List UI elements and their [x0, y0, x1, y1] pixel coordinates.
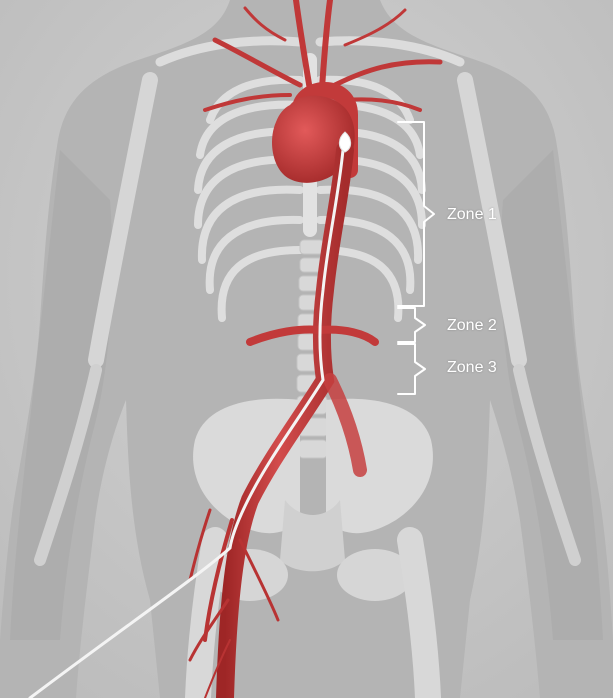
zone1-label: Zone 1	[447, 206, 497, 224]
zone2-label: Zone 2	[447, 317, 497, 335]
zone3-label: Zone 3	[447, 359, 497, 377]
